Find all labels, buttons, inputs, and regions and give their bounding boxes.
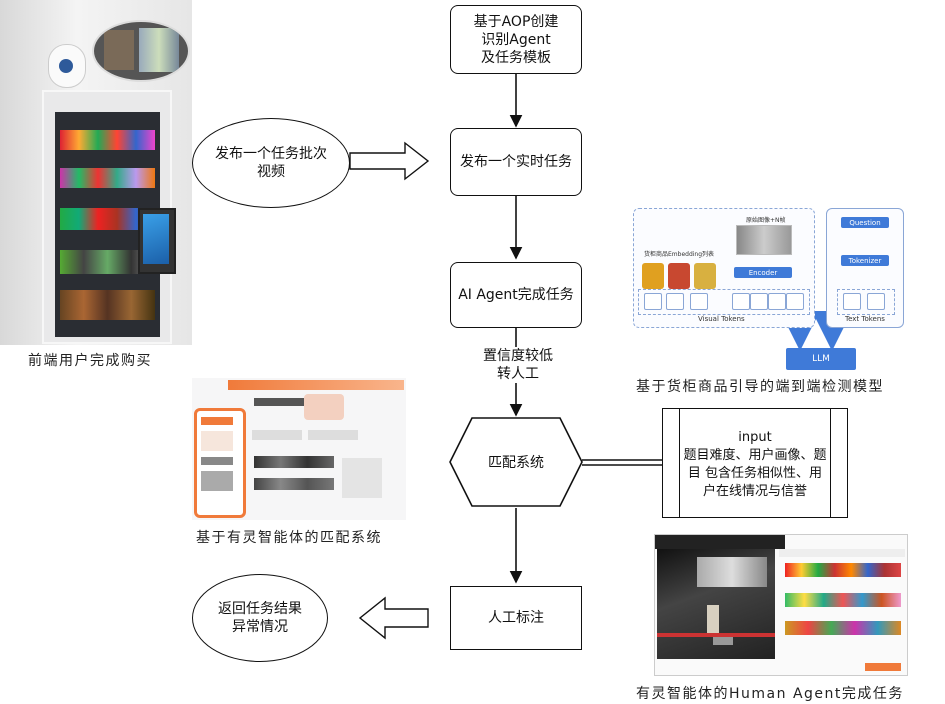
product-image-1 [642,263,664,289]
matching-system-screenshot [192,378,406,520]
step-create-agent-line3: 及任务模板 [481,49,551,66]
match-hexagon [449,417,583,507]
frame-image [736,225,792,255]
input-line1: 题目难度、用户画像、题 [683,448,827,463]
return-result-line1: 返回任务结果 [218,601,302,617]
encoder-block: Encoder [734,267,792,278]
text-branch: Question Tokenizer Text Tokens [826,208,904,328]
step-ai-agent: AI Agent完成任务 [450,262,582,328]
text-tokens-label: Text Tokens [845,315,885,323]
question-block: Question [841,217,889,228]
input-box: input 题目难度、用户画像、题 目 包含任务相似性、用 户在线情况与信誉 [662,408,848,518]
step-publish-task: 发布一个实时任务 [450,128,582,196]
batch-video-line2: 视频 [257,164,285,180]
step-create-agent-line2: 识别Agent [481,31,551,48]
batch-video-line1: 发布一个任务批次 [215,146,327,162]
hollow-arrow-left [358,596,429,640]
caption-human-agent: 有灵智能体的Human Agent完成任务 [636,686,904,702]
return-result-oval: 返回任务结果 异常情况 [192,574,328,662]
caption-vending: 前端用户完成购买 [28,353,152,369]
step-publish-task-label: 发布一个实时任务 [460,154,572,170]
llm-block: LLM [786,348,856,370]
input-title: input [738,430,772,445]
frame-label: 原始图像+N帧 [746,217,786,224]
step-create-agent-line1: 基于AOP创建 [473,13,559,30]
product-image-3 [694,263,716,289]
return-result-line2: 异常情况 [232,619,288,635]
step-create-agent: 基于AOP创建 识别Agent 及任务模板 [450,5,582,74]
product-image-2 [668,263,690,289]
edge-label-low-confidence: 置信度较低 转人工 [478,347,558,383]
vending-machine-photo [0,0,192,345]
tokenizer-block: Tokenizer [841,255,889,266]
input-line3: 户在线情况与信誉 [702,484,807,499]
human-agent-screenshot [654,534,908,676]
model-figure: 原始图像+N帧 货柜商品Embedding列表 Encoder Visual T… [633,208,815,328]
step-human-label: 人工标注 [450,586,582,650]
input-line2: 目 包含任务相似性、用 [687,466,823,481]
step-ai-agent-label: AI Agent完成任务 [458,287,574,303]
caption-model: 基于货柜商品引导的端到端检测模型 [636,379,884,395]
edge-label-line1: 置信度较低 [483,348,553,364]
batch-video-oval: 发布一个任务批次 视频 [192,118,350,208]
step-human-label-text: 人工标注 [488,610,544,626]
caption-matching: 基于有灵智能体的匹配系统 [196,530,382,546]
visual-tokens-label: Visual Tokens [698,315,745,323]
edge-label-line2: 转人工 [497,366,539,382]
emb-label: 货柜商品Embedding列表 [644,251,715,258]
match-label: 匹配系统 [488,455,544,471]
hollow-arrow-right [349,141,430,181]
